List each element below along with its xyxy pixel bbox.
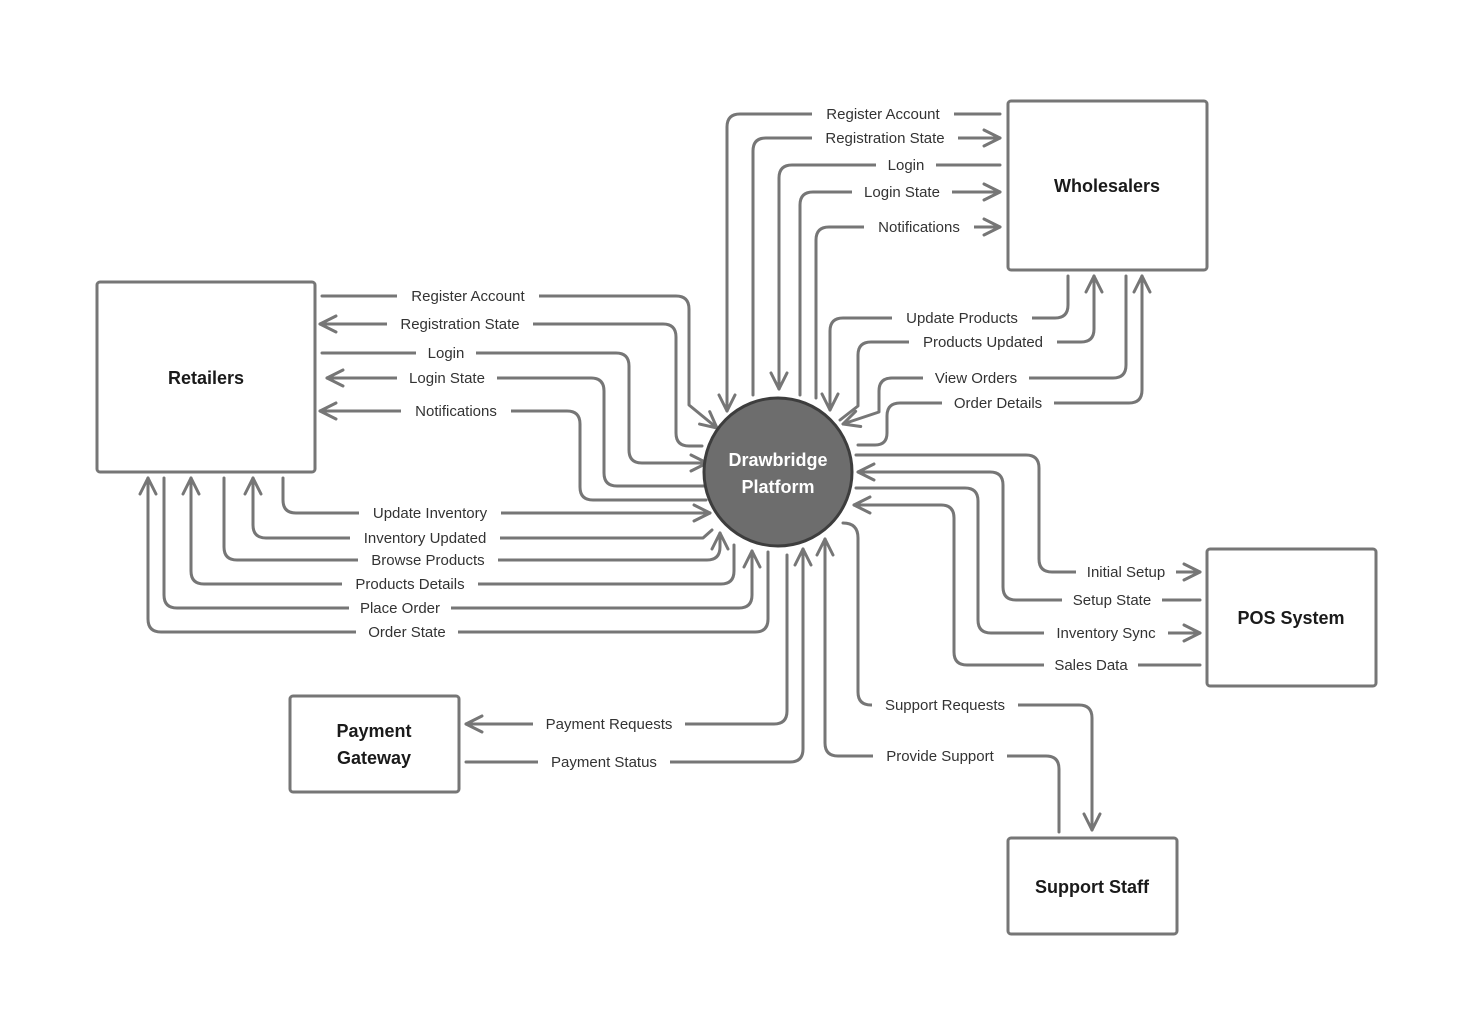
flow-label: Registration State: [825, 130, 944, 147]
flow-label: Register Account: [411, 288, 525, 305]
flow-r-place-order: Place Order: [162, 476, 762, 619]
flow-label: Products Details: [355, 576, 464, 593]
flow-label: Login State: [864, 184, 940, 201]
flow-label: Browse Products: [371, 552, 484, 569]
flow-label: Place Order: [360, 600, 440, 617]
flow-s-support-requests: Support Requests: [841, 521, 1102, 832]
flow-r-browse-products: Browse Products: [222, 476, 730, 571]
flow-w-view-orders: View Orders: [841, 274, 1128, 429]
flow-r-inventory-updated: Inventory Updated: [243, 476, 714, 549]
flow-label: Payment Requests: [546, 716, 673, 733]
flow-label: Support Requests: [885, 697, 1005, 714]
flow-label: Update Products: [906, 310, 1018, 327]
flow-r-register-account: Register Account: [320, 285, 719, 430]
entity-label: Support Staff: [1035, 877, 1150, 897]
flow-label: Login: [888, 157, 925, 174]
flow-r-login: Login: [320, 342, 709, 473]
flow-r-registration-state: Registration State: [318, 313, 704, 448]
entity-label: Wholesalers: [1054, 176, 1160, 196]
flow-w-login-state: Login State: [798, 181, 1002, 397]
flow-r-update-inventory: Update Inventory: [281, 476, 712, 524]
entity-label: POS System: [1237, 608, 1344, 628]
flow-w-registration-state: Registration State: [751, 127, 1002, 397]
flow-p-initial-setup: Initial Setup: [854, 453, 1202, 583]
flow-label: Registration State: [400, 316, 519, 333]
flow-label: Payment Status: [551, 754, 657, 771]
flow-g-payment-requests: Payment Requests: [464, 553, 789, 735]
flow-label: Provide Support: [886, 748, 994, 765]
flow-w-login: Login: [769, 154, 1002, 391]
entity-support-staff: Support Staff: [1006, 836, 1179, 936]
flow-r-products-details: Products Details: [181, 476, 736, 595]
flow-w-products-updated: Products Updated: [838, 274, 1104, 422]
flow-label: View Orders: [935, 370, 1017, 387]
flow-r-notifications: Notifications: [318, 400, 708, 502]
flow-label: Notifications: [415, 403, 497, 420]
flow-label: Notifications: [878, 219, 960, 236]
flow-label: Login State: [409, 370, 485, 387]
flow-w-update-products: Update Products: [820, 274, 1070, 412]
entity-payment-gateway: Payment Gateway: [288, 694, 461, 794]
flow-w-order-details: Order Details: [856, 274, 1152, 447]
entity-wholesalers: Wholesalers: [1006, 99, 1209, 272]
process-drawbridge-platform: Drawbridge Platform: [702, 396, 854, 548]
flow-w-register-account: Register Account: [717, 103, 1002, 413]
flow-label: Inventory Updated: [364, 530, 487, 547]
flow-p-inventory-sync: Inventory Sync: [854, 486, 1202, 644]
entity-label-line1: Payment: [336, 721, 411, 741]
flow-s-provide-support: Provide Support: [815, 537, 1061, 834]
process-label-line2: Platform: [741, 477, 814, 497]
flow-w-notifications: Notifications: [814, 216, 1002, 400]
process-label-line1: Drawbridge: [728, 450, 827, 470]
flow-label: Inventory Sync: [1056, 625, 1156, 642]
entity-label-line2: Gateway: [337, 748, 411, 768]
flow-label: Setup State: [1073, 592, 1151, 609]
flow-p-setup-state: Setup State: [856, 462, 1202, 611]
entity-retailers: Retailers: [95, 280, 317, 474]
flow-label: Register Account: [826, 106, 940, 123]
entity-label: Retailers: [168, 368, 244, 388]
flow-label: Sales Data: [1054, 657, 1128, 674]
flow-p-sales-data: Sales Data: [852, 495, 1202, 676]
flow-label: Login: [428, 345, 465, 362]
flow-label: Initial Setup: [1087, 564, 1165, 581]
flow-r-login-state: Login State: [325, 367, 706, 488]
flow-r-order-state: Order State: [138, 476, 770, 643]
flow-label: Products Updated: [923, 334, 1043, 351]
entity-pos-system: POS System: [1205, 547, 1378, 688]
flow-label: Order Details: [954, 395, 1042, 412]
flow-g-payment-status: Payment Status: [464, 547, 813, 773]
flow-label: Update Inventory: [373, 505, 488, 522]
flow-label: Order State: [368, 624, 446, 641]
